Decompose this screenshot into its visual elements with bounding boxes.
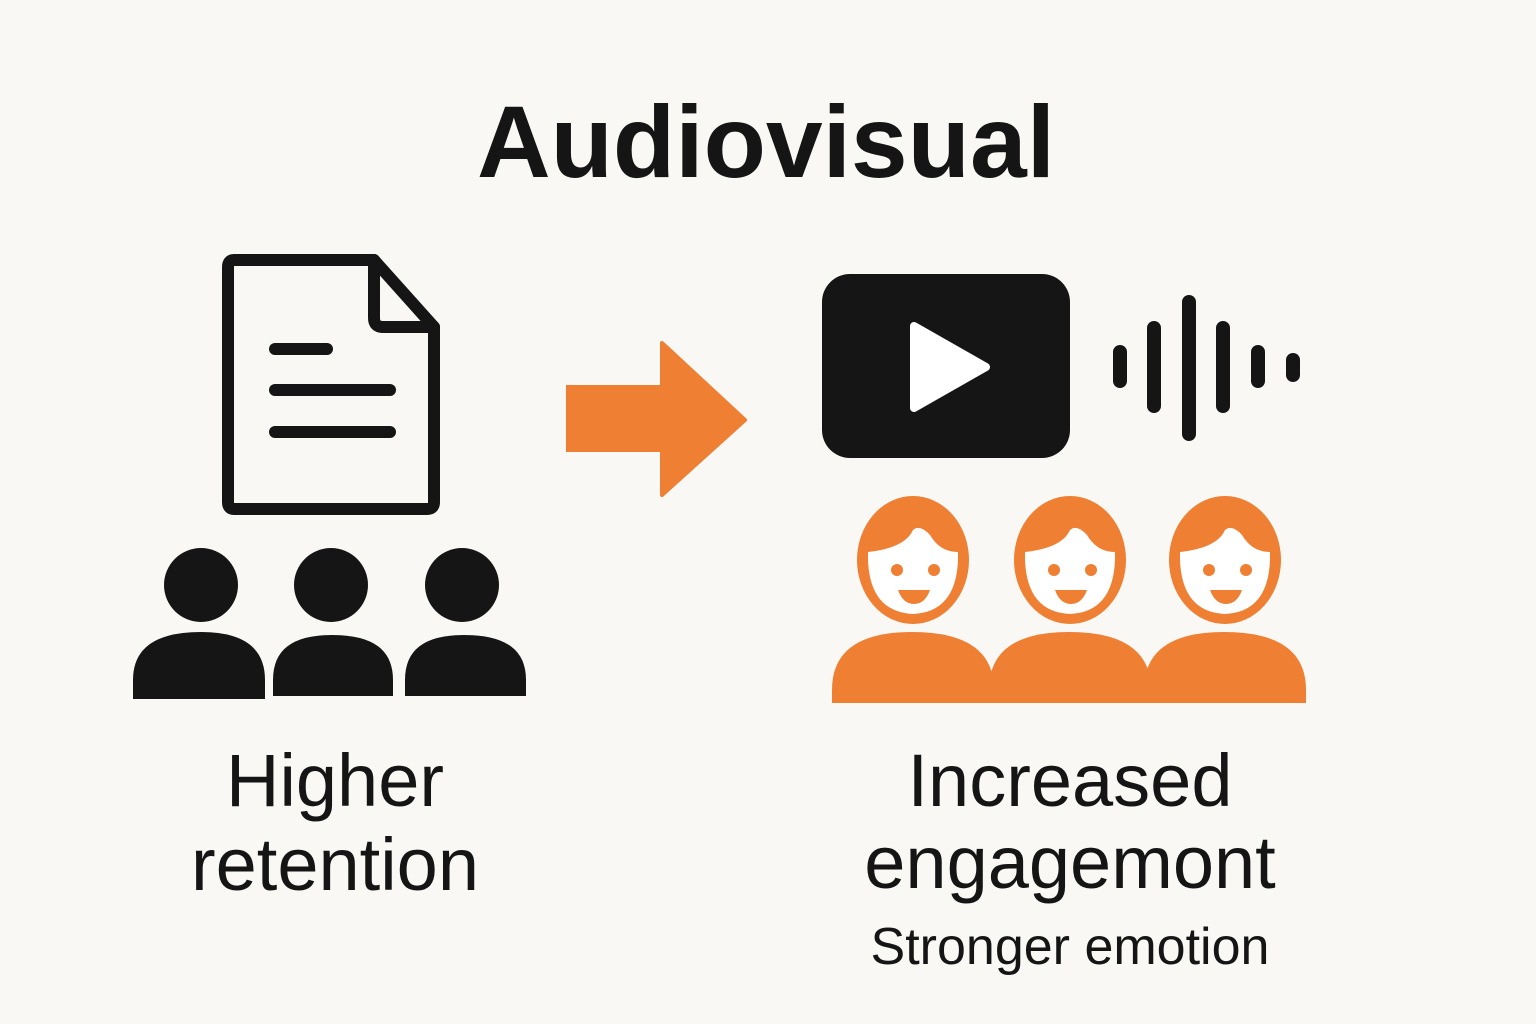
sound-wave-icon [1113,295,1300,441]
right-label-line2: engagemont [864,821,1276,904]
right-label-line1: Increased [908,739,1233,822]
left-label-line2: retention [191,823,479,906]
audience-icon [133,548,532,702]
page-title: Audiovisual [477,85,1055,199]
document-icon [222,254,440,515]
arrow-right-icon [566,341,747,497]
happy-audience-icon [832,492,1308,705]
video-play-icon [822,274,1070,458]
left-label-line1: Higher [226,739,444,822]
right-subtitle: Stronger emotion [871,918,1270,976]
